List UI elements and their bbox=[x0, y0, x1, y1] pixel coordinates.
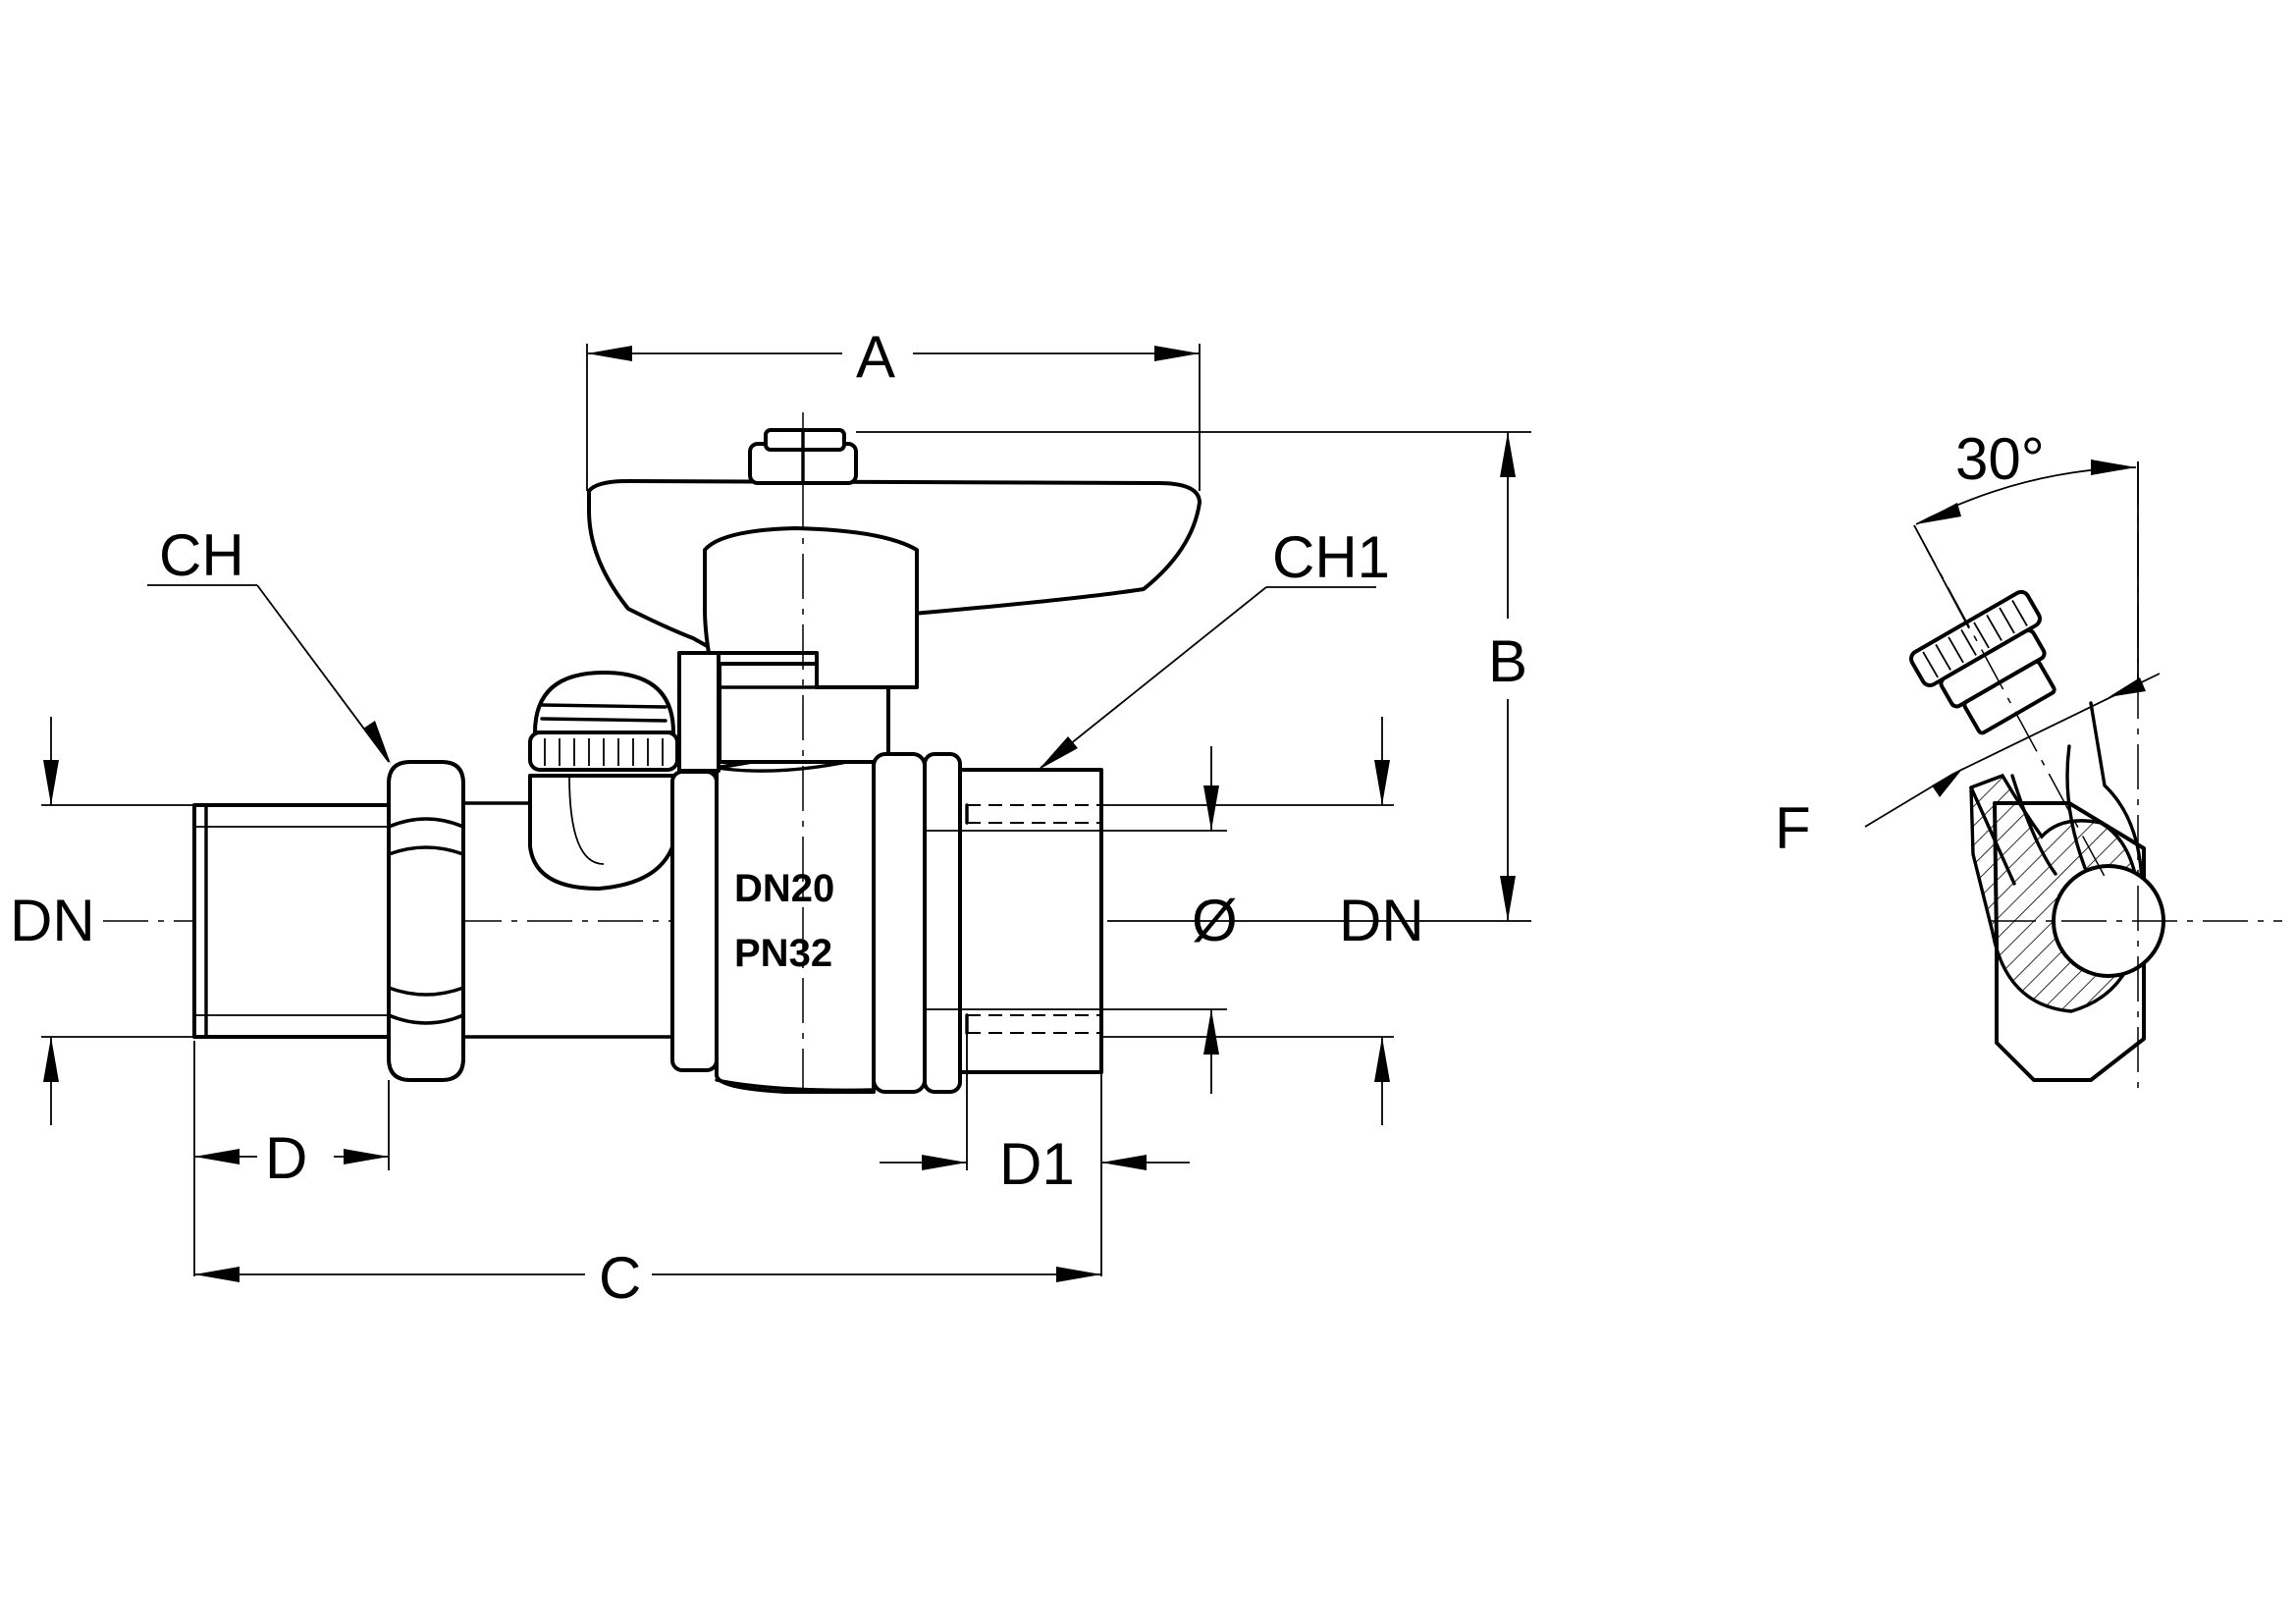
drain-cap bbox=[528, 671, 681, 891]
dimension-b-label: B bbox=[1488, 628, 1527, 694]
valve-body bbox=[715, 754, 876, 1094]
label-f: F bbox=[1775, 795, 1811, 861]
dimension-dn-left: DN bbox=[10, 717, 194, 1125]
dimension-f: F bbox=[1775, 673, 2161, 861]
label-ch: CH bbox=[159, 522, 244, 588]
dimension-a-label: A bbox=[856, 324, 895, 390]
dimension-dn-left-label: DN bbox=[10, 888, 95, 953]
dimension-d: D bbox=[193, 1041, 390, 1276]
dimension-angle: 30° bbox=[1913, 426, 2139, 687]
dimension-dn-right-label: DN bbox=[1339, 888, 1424, 953]
female-thread-end bbox=[958, 768, 1103, 1074]
body-marking-dn: DN20 bbox=[734, 867, 834, 910]
body-left-flange bbox=[670, 770, 719, 1072]
angle-label: 30° bbox=[1955, 426, 2045, 492]
dimension-b: B bbox=[856, 431, 1531, 922]
side-port-centerline bbox=[1913, 524, 2109, 885]
dimension-d1: D1 bbox=[880, 1033, 1190, 1276]
valve-front-view: DN20 PN32 bbox=[103, 412, 1201, 1094]
dimension-diameter: Ø bbox=[923, 746, 1238, 1094]
body-marking-pn: PN32 bbox=[734, 932, 832, 975]
leader-ch1: CH1 bbox=[1039, 524, 1390, 770]
butterfly-handle bbox=[587, 428, 1201, 689]
valve-side-section bbox=[1909, 461, 2282, 1090]
dimension-d-label: D bbox=[265, 1125, 307, 1191]
side-drain-cap bbox=[1909, 589, 2056, 735]
dimension-dn-right: DN bbox=[1101, 717, 1424, 1125]
pipe-neck bbox=[461, 801, 674, 1039]
dimension-lines: A B DN D bbox=[10, 324, 1531, 1311]
dimension-c-label: C bbox=[599, 1245, 641, 1311]
knurling bbox=[544, 738, 664, 766]
body-right-section bbox=[872, 752, 962, 1094]
label-ch1: CH1 bbox=[1272, 524, 1390, 590]
leader-ch: CH bbox=[147, 522, 391, 764]
dimension-d1-label: D1 bbox=[999, 1131, 1075, 1197]
male-thread-end bbox=[192, 803, 391, 1039]
dimension-a: A bbox=[586, 324, 1201, 491]
hex-nut-ch bbox=[387, 760, 465, 1082]
dimension-c: C bbox=[194, 1245, 1101, 1311]
dimension-diameter-label: Ø bbox=[1192, 888, 1238, 953]
